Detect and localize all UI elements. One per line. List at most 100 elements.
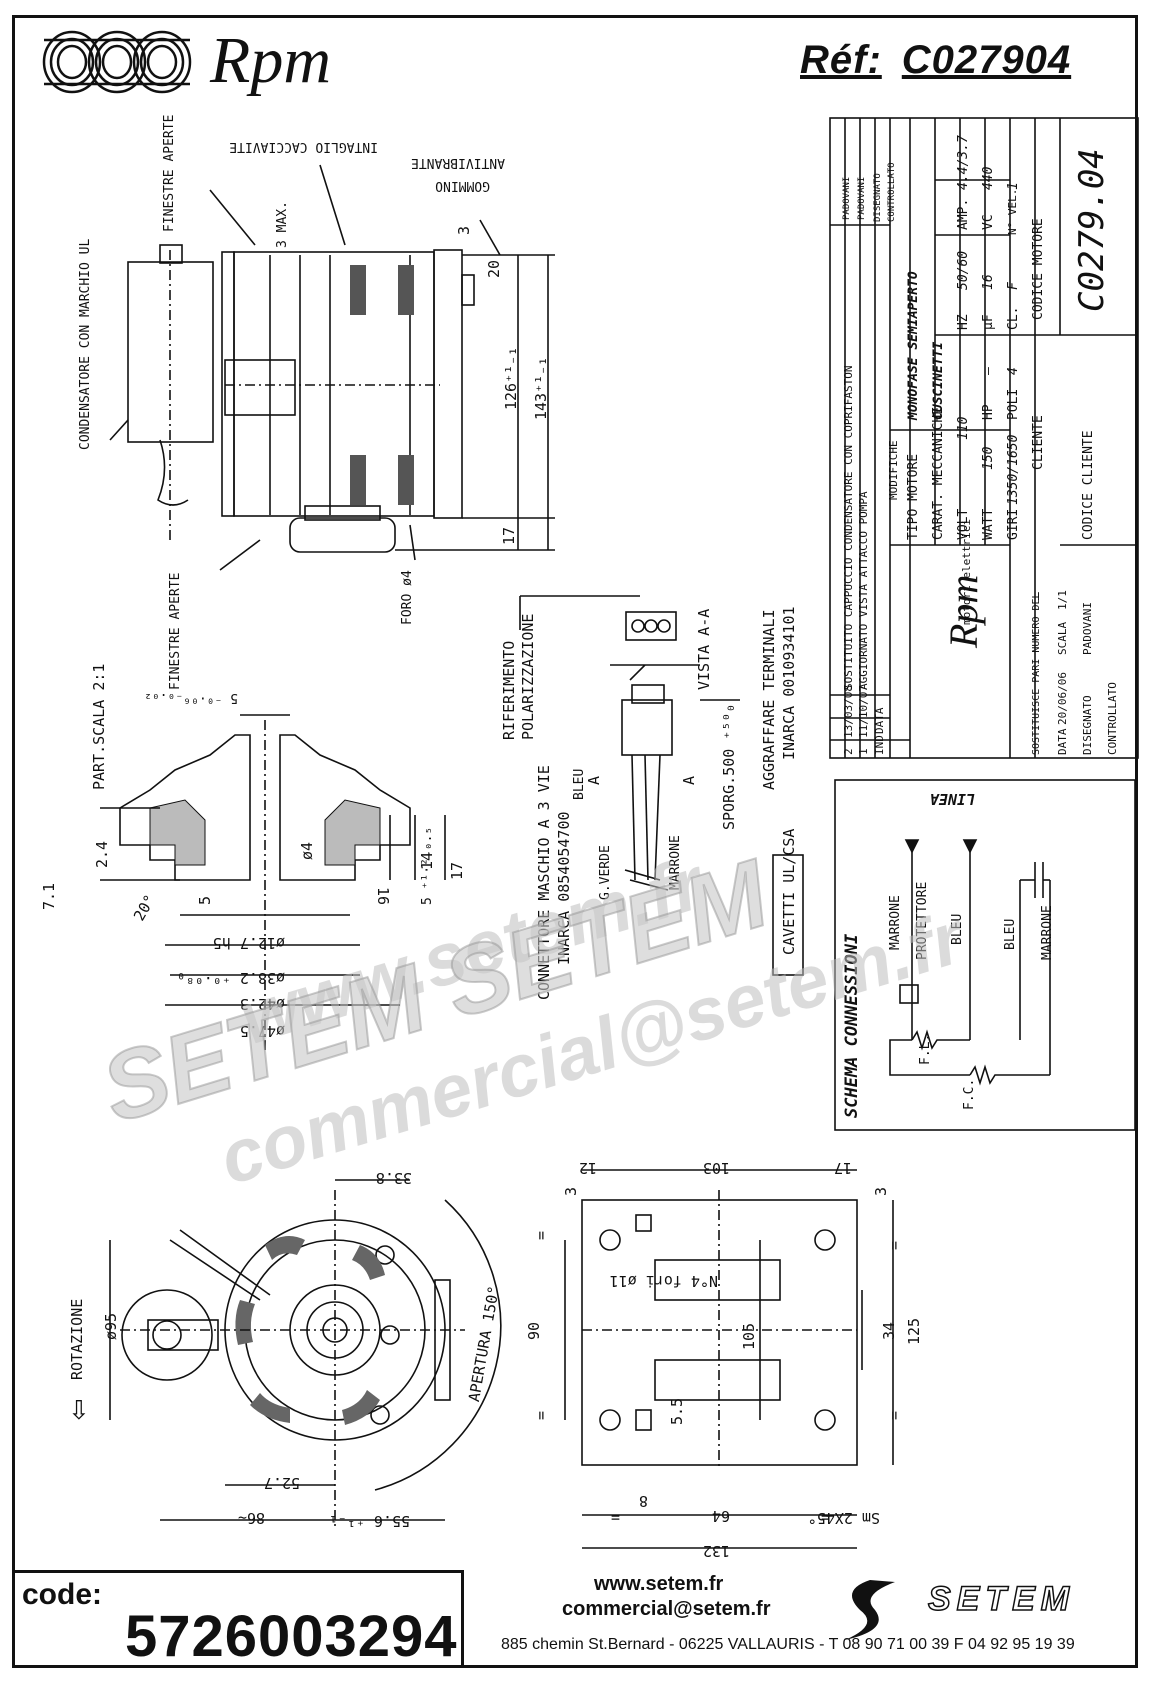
dim-2-4: 2.4 — [93, 840, 111, 868]
label-gommino: GOMMINO — [435, 178, 490, 193]
code-box — [12, 1570, 464, 1668]
rev-2-ind: 2 — [842, 748, 855, 755]
hz-label: HZ — [956, 314, 971, 330]
nvel-label: N° VEL. — [1006, 188, 1019, 235]
dim-17-plate: 17 — [833, 1159, 852, 1177]
cl-label: CL. — [1006, 306, 1021, 330]
rotation-arrow-icon: ⇩ — [68, 1395, 90, 1425]
code-value: 5726003294 — [125, 1604, 458, 1669]
cliente-label: CLIENTE — [1031, 415, 1046, 470]
dim-86: 86~ — [237, 1509, 265, 1527]
label-sm: Sm 2X45° — [807, 1509, 880, 1527]
dim-3: 3 — [455, 225, 473, 235]
dim-8: 8 — [638, 1492, 648, 1510]
data-value: 20/06/06 — [1056, 672, 1069, 725]
rev-2-modifiche: SOSTITUITO CAPPUCCIO CONDENSATORE CON CO… — [842, 365, 855, 690]
hz-value: 50/60 — [956, 250, 971, 290]
controllato-label: CONTROLLATO — [1106, 682, 1119, 755]
dim-103: 103 — [702, 1159, 730, 1177]
label-vista: VISTA A-A — [695, 608, 713, 690]
dim-d12-7: ø12.7 h5 — [212, 934, 285, 952]
cl-value: F — [1006, 282, 1021, 290]
uf-label: µF — [981, 314, 996, 330]
setem-logo: SETEM — [927, 1579, 1076, 1619]
hp-label: HP — [981, 404, 996, 420]
sostituisce-label: SOSTITUISCE PARI NUMERO DEL — [1031, 592, 1042, 755]
label-polarizzazione: POLARIZZAZIONE — [519, 613, 537, 740]
hdr-ind: IND — [873, 735, 886, 755]
dim-105: 105 — [740, 1322, 758, 1350]
label-intaglio: INTAGLIO CACCIAVITE — [229, 139, 378, 154]
reference: Réf: C027904 — [800, 38, 1071, 83]
dim-132: 132 — [702, 1542, 730, 1560]
rev-1-dis: PADOVANI — [857, 176, 867, 220]
label-condensatore: CONDENSATORE CON MARCHIO UL — [78, 238, 93, 450]
nvel-value: 1 — [1006, 182, 1021, 190]
schema-fc: F.C. — [962, 1078, 977, 1110]
ref-value: C027904 — [901, 38, 1072, 82]
label-rotazione: ROTAZIONE — [68, 1298, 86, 1380]
label-finestre-aperte-bottom: FINESTRE APERTE — [168, 572, 183, 690]
schema-marrone-2: MARRONE — [1040, 905, 1055, 960]
eq-mark-4: = — [885, 1410, 903, 1420]
disegnato-value: PADOVANI — [1081, 602, 1094, 655]
disegnato-label: DISEGNATO — [1081, 695, 1094, 755]
rev-2-data: 13/03/08 — [842, 685, 855, 738]
dim-17: 17 — [500, 526, 518, 545]
label-section-a-right: A — [680, 775, 698, 785]
dim-143: 143⁺¹₋₁ — [532, 356, 550, 420]
eq-mark-1: = — [532, 1230, 550, 1240]
poli-value: 4 — [1006, 367, 1021, 375]
label-finestre-aperte-top: FINESTRE APERTE — [162, 114, 177, 232]
dim-34: 34 — [880, 1321, 898, 1340]
label-section-a-left: A — [585, 775, 603, 785]
footer-mail-link[interactable]: commercial@setem.fr — [562, 1598, 771, 1620]
footer-address: 885 chemin St.Bernard - 06225 VALLAURIS … — [501, 1636, 1075, 1653]
dim-d4: ø4 — [298, 841, 316, 860]
hdr-data: DATA — [873, 707, 886, 735]
hdr-controllato: CONTROLLATO — [887, 162, 897, 222]
watt-label: WATT — [981, 508, 996, 540]
eq-mark-3: = — [885, 1240, 903, 1250]
uf-value: 16 — [981, 274, 996, 290]
codice-motore-label: CODICE MOTORE — [1031, 218, 1046, 320]
eq-mark-5: = — [610, 1509, 620, 1527]
amp-label: AMP. — [956, 198, 971, 230]
dim-17-detail: 17 — [448, 861, 466, 880]
dim-5-top: 5 ⁻⁰·⁰⁶₋₀.₀₂ — [144, 690, 238, 705]
data-label: DATA — [1056, 728, 1069, 756]
schema-linea: LINEA — [929, 790, 975, 808]
dim-55-6: 55.6 ⁺¹₋₁ — [328, 1512, 410, 1530]
watt-value: 150 — [981, 446, 996, 470]
codice-cliente-label: CODICE CLIENTE — [1081, 430, 1096, 540]
dim-3-right: 3 — [872, 1186, 890, 1196]
dim-7-1: 7.1 — [40, 882, 58, 910]
dim-3-left: 3 — [562, 1186, 580, 1196]
ref-label: Réf: — [800, 38, 882, 82]
dim-16: 16 — [374, 887, 392, 906]
giri-label: GIRI — [1006, 508, 1021, 540]
codice-motore-value: C0279.04 — [1072, 148, 1112, 312]
eq-mark-6: = — [820, 1509, 830, 1527]
code-label: code: — [22, 1578, 103, 1611]
volt-value: 110 — [956, 416, 971, 440]
amp-value: 4.4/3.7 — [956, 135, 971, 190]
dim-12: 12 — [578, 1159, 597, 1177]
sostituisce-value: — — [1031, 592, 1046, 600]
dim-90: 90 — [525, 1321, 543, 1340]
carat-value: CUSCINETTI — [931, 341, 946, 420]
footer-web-link[interactable]: www.setem.fr — [594, 1573, 724, 1595]
rev-1-modifiche: AGGIORNATO VISTA ATTACCO POMPA — [857, 491, 870, 690]
label-sporg: SPORG.500 ⁺⁵⁰₀ — [720, 703, 738, 830]
tipo-motore-value: MONOFASE SEMIAPERTO — [906, 271, 921, 420]
label-antivibrante: ANTIVIBRANTE — [411, 155, 505, 170]
capacitor-body — [127, 261, 214, 443]
scala-label: SCALA — [1056, 621, 1069, 655]
dim-d95: ø95 — [102, 1312, 120, 1340]
rev-2-dis: PADOVANI — [842, 176, 852, 220]
title-block-brand-sub: motori elettrici — [960, 519, 973, 625]
drawing-frame — [12, 15, 1138, 1668]
vc-value: 440 — [981, 166, 996, 190]
hp-value: — — [981, 367, 996, 375]
